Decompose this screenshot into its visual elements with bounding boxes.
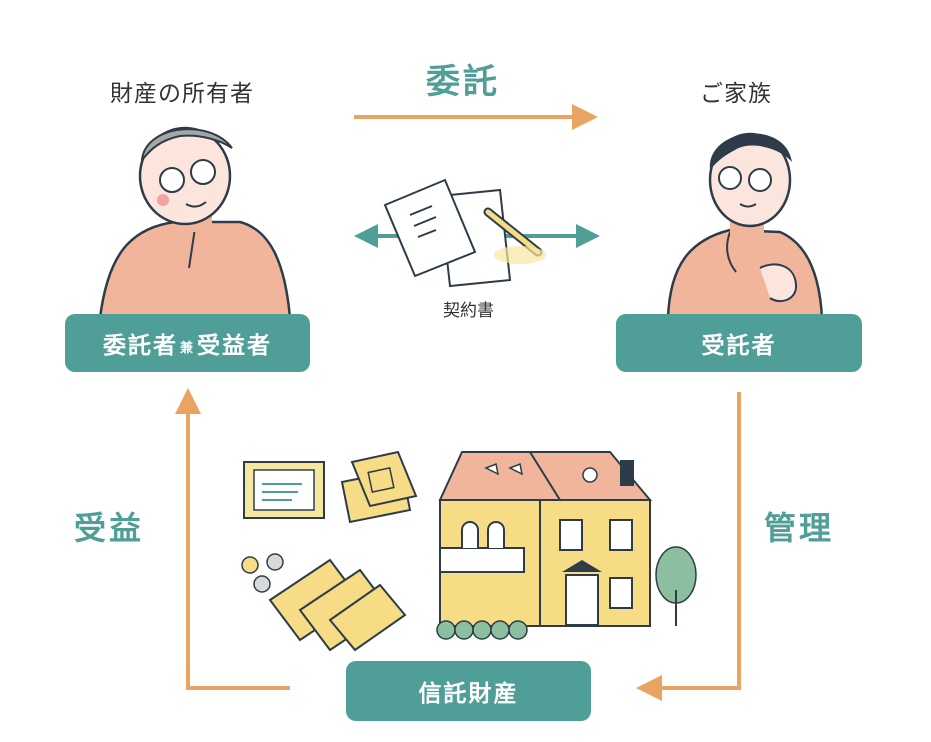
settlor-box-part1: 委託者 <box>102 333 178 359</box>
contract-label: 契約書 <box>443 301 494 321</box>
trust-property-box: 信託財産 <box>346 661 591 721</box>
benefit-arrow <box>175 388 290 690</box>
settlor-caption: 財産の所有者 <box>110 81 254 107</box>
settlor-beneficiary-box: 委託者 兼 受益者 <box>65 314 310 372</box>
trustee-caption: ご家族 <box>700 81 772 107</box>
settlor-box-part2: 受益者 <box>197 333 272 359</box>
trustee-box: 受託者 <box>616 314 862 372</box>
elderly-man-illustration <box>98 126 292 320</box>
contract-document-icon <box>383 178 546 288</box>
manage-label: 管理 <box>764 509 835 547</box>
entrust-label: 委託 <box>426 62 500 102</box>
trust-property-illustration <box>241 450 697 652</box>
entrust-arrow <box>354 104 598 130</box>
settlor-box-small: 兼 <box>179 340 195 356</box>
benefit-label: 受益 <box>74 509 145 547</box>
manage-arrow <box>636 392 741 701</box>
family-member-illustration <box>666 132 824 320</box>
